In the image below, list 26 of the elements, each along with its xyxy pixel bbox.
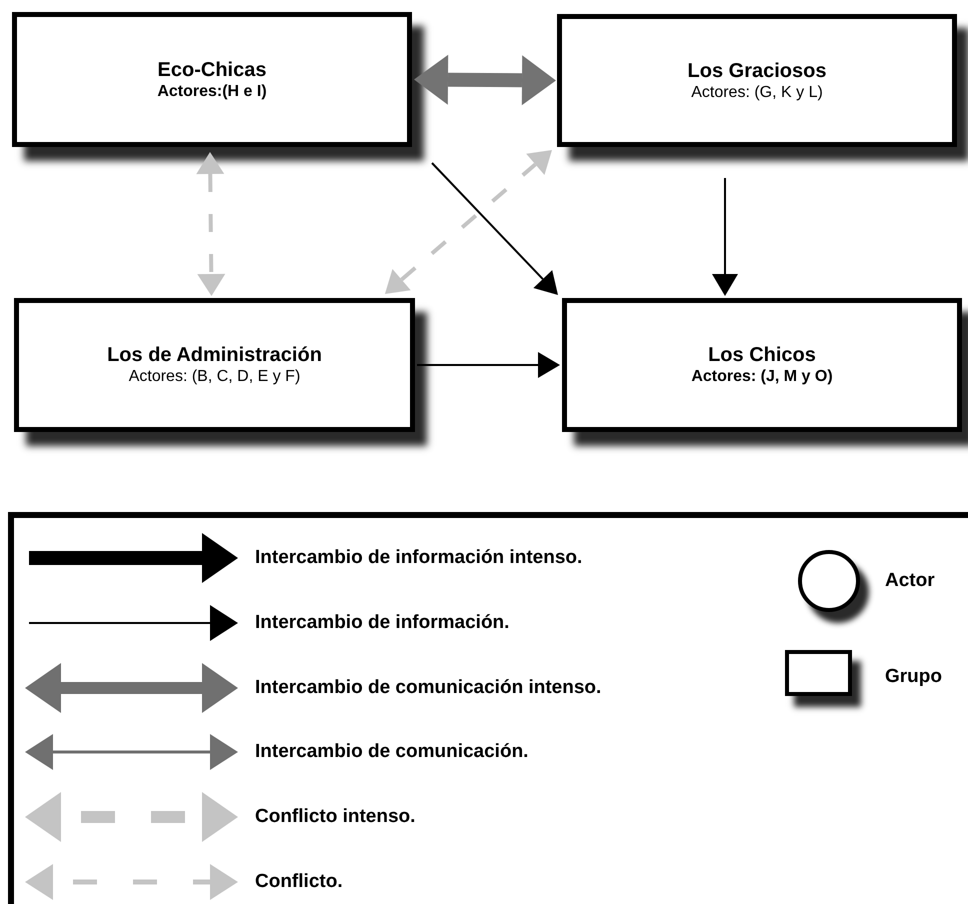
group-box: [562, 298, 962, 432]
group-box: [557, 14, 957, 147]
legend-text: Intercambio de información intenso.: [255, 547, 582, 569]
legend-text: Intercambio de comunicación intenso.: [255, 677, 602, 699]
group-name: Eco-Chicas: [158, 58, 266, 82]
legend-text: Conflicto.: [255, 871, 343, 893]
legend-text: Intercambio de comunicación.: [255, 741, 528, 763]
group-name: Los de Administración: [107, 343, 322, 367]
conflict-arrow: [384, 150, 552, 294]
actor-list: Actores: (J, M y O): [691, 367, 833, 387]
arrow: [417, 352, 560, 378]
group-name: Los Graciosos: [688, 58, 826, 82]
arrow: [414, 54, 556, 106]
actor-list: Actores: (B, C, D, E y F): [128, 367, 300, 387]
group-box: [14, 298, 415, 432]
actor-list: Actores: (G, K y L): [691, 82, 823, 102]
legend-text: Actor: [885, 570, 935, 592]
legend-text: Grupo: [885, 666, 942, 688]
group-box: [12, 12, 412, 147]
group-name: Los Chicos: [708, 343, 816, 367]
arrow: [431, 162, 558, 295]
legend-text: Conflicto intenso.: [255, 806, 416, 828]
arrow: [712, 178, 738, 296]
legend-text: Intercambio de información.: [255, 612, 510, 634]
conflict-arrow: [196, 152, 226, 296]
actor-list: Actores:(H e I): [157, 82, 267, 102]
